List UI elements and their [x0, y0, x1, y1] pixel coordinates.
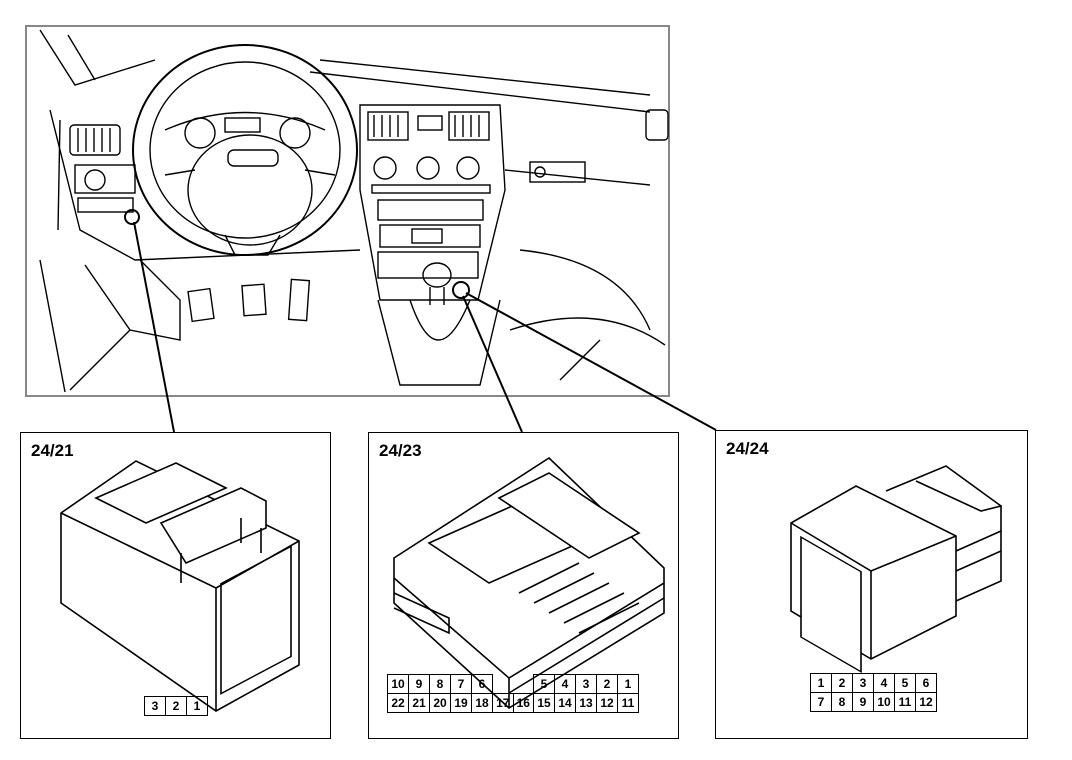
pin-cell: 10: [387, 674, 409, 694]
pin-cell: 7: [450, 674, 472, 694]
connector-label: 24/24: [726, 439, 769, 458]
connector-panel-24-21: 24/21 3 2 1: [20, 432, 331, 739]
connector-drawing-24-24: [790, 465, 1002, 673]
pin-table-24-24: 1 2 3 4 5 6 7 8 9 10 11 12: [810, 673, 937, 712]
pin-cell: 1: [810, 673, 832, 693]
pin-cell-blank: [493, 675, 514, 694]
pin-cell: 8: [429, 674, 451, 694]
pin-cell: 16: [512, 693, 534, 713]
pin-cell: 10: [873, 692, 895, 712]
pin-cell: 15: [533, 693, 555, 713]
pin-cell: 2: [165, 696, 187, 716]
pin-cell: 2: [831, 673, 853, 693]
pin-cell: 6: [471, 674, 493, 694]
pin-cell: 2: [596, 674, 618, 694]
pin-cell: 12: [915, 692, 937, 712]
connector-label: 24/21: [31, 441, 74, 460]
pin-cell: 11: [894, 692, 916, 712]
pin-cell: 19: [450, 693, 472, 713]
pin-cell: 9: [408, 674, 430, 694]
pin-cell: 1: [186, 696, 208, 716]
pin-cell: 5: [533, 674, 555, 694]
pin-cell: 4: [554, 674, 576, 694]
pin-cell: 3: [144, 696, 166, 716]
pin-cell: 13: [575, 693, 597, 713]
pin-cell: 7: [810, 692, 832, 712]
pin-table-24-21: 3 2 1: [144, 696, 208, 716]
pin-cell: 3: [852, 673, 874, 693]
pin-cell: 14: [554, 693, 576, 713]
connector-panel-24-24: 24/24 1 2 3 4 5 6 7 8 9 10 11 12: [715, 430, 1028, 739]
pin-cell: 5: [894, 673, 916, 693]
pin-cell: 9: [852, 692, 874, 712]
pin-cell: 12: [596, 693, 618, 713]
pin-cell: 20: [429, 693, 451, 713]
pin-cell: 8: [831, 692, 853, 712]
pin-cell: 1: [617, 674, 639, 694]
pin-cell: 4: [873, 673, 895, 693]
pin-cell: 6: [915, 673, 937, 693]
connector-label: 24/23: [379, 441, 422, 460]
pin-cell: 21: [408, 693, 430, 713]
connector-drawing-24-21: [60, 460, 300, 712]
pin-cell: 3: [575, 674, 597, 694]
pin-cell: 17: [492, 693, 514, 713]
pin-cell: 18: [471, 693, 493, 713]
pin-cell: 22: [387, 693, 409, 713]
pin-cell-blank: [513, 675, 534, 694]
connector-drawing-24-23: [393, 456, 665, 709]
pin-cell: 11: [617, 693, 639, 713]
connector-panel-24-23: 24/23 10 9 8 7 6 5 4 3 2 1 22: [368, 432, 679, 739]
pin-table-24-23: 10 9 8 7 6 5 4 3 2 1 22 21 20 19 18 17 1…: [387, 674, 639, 713]
